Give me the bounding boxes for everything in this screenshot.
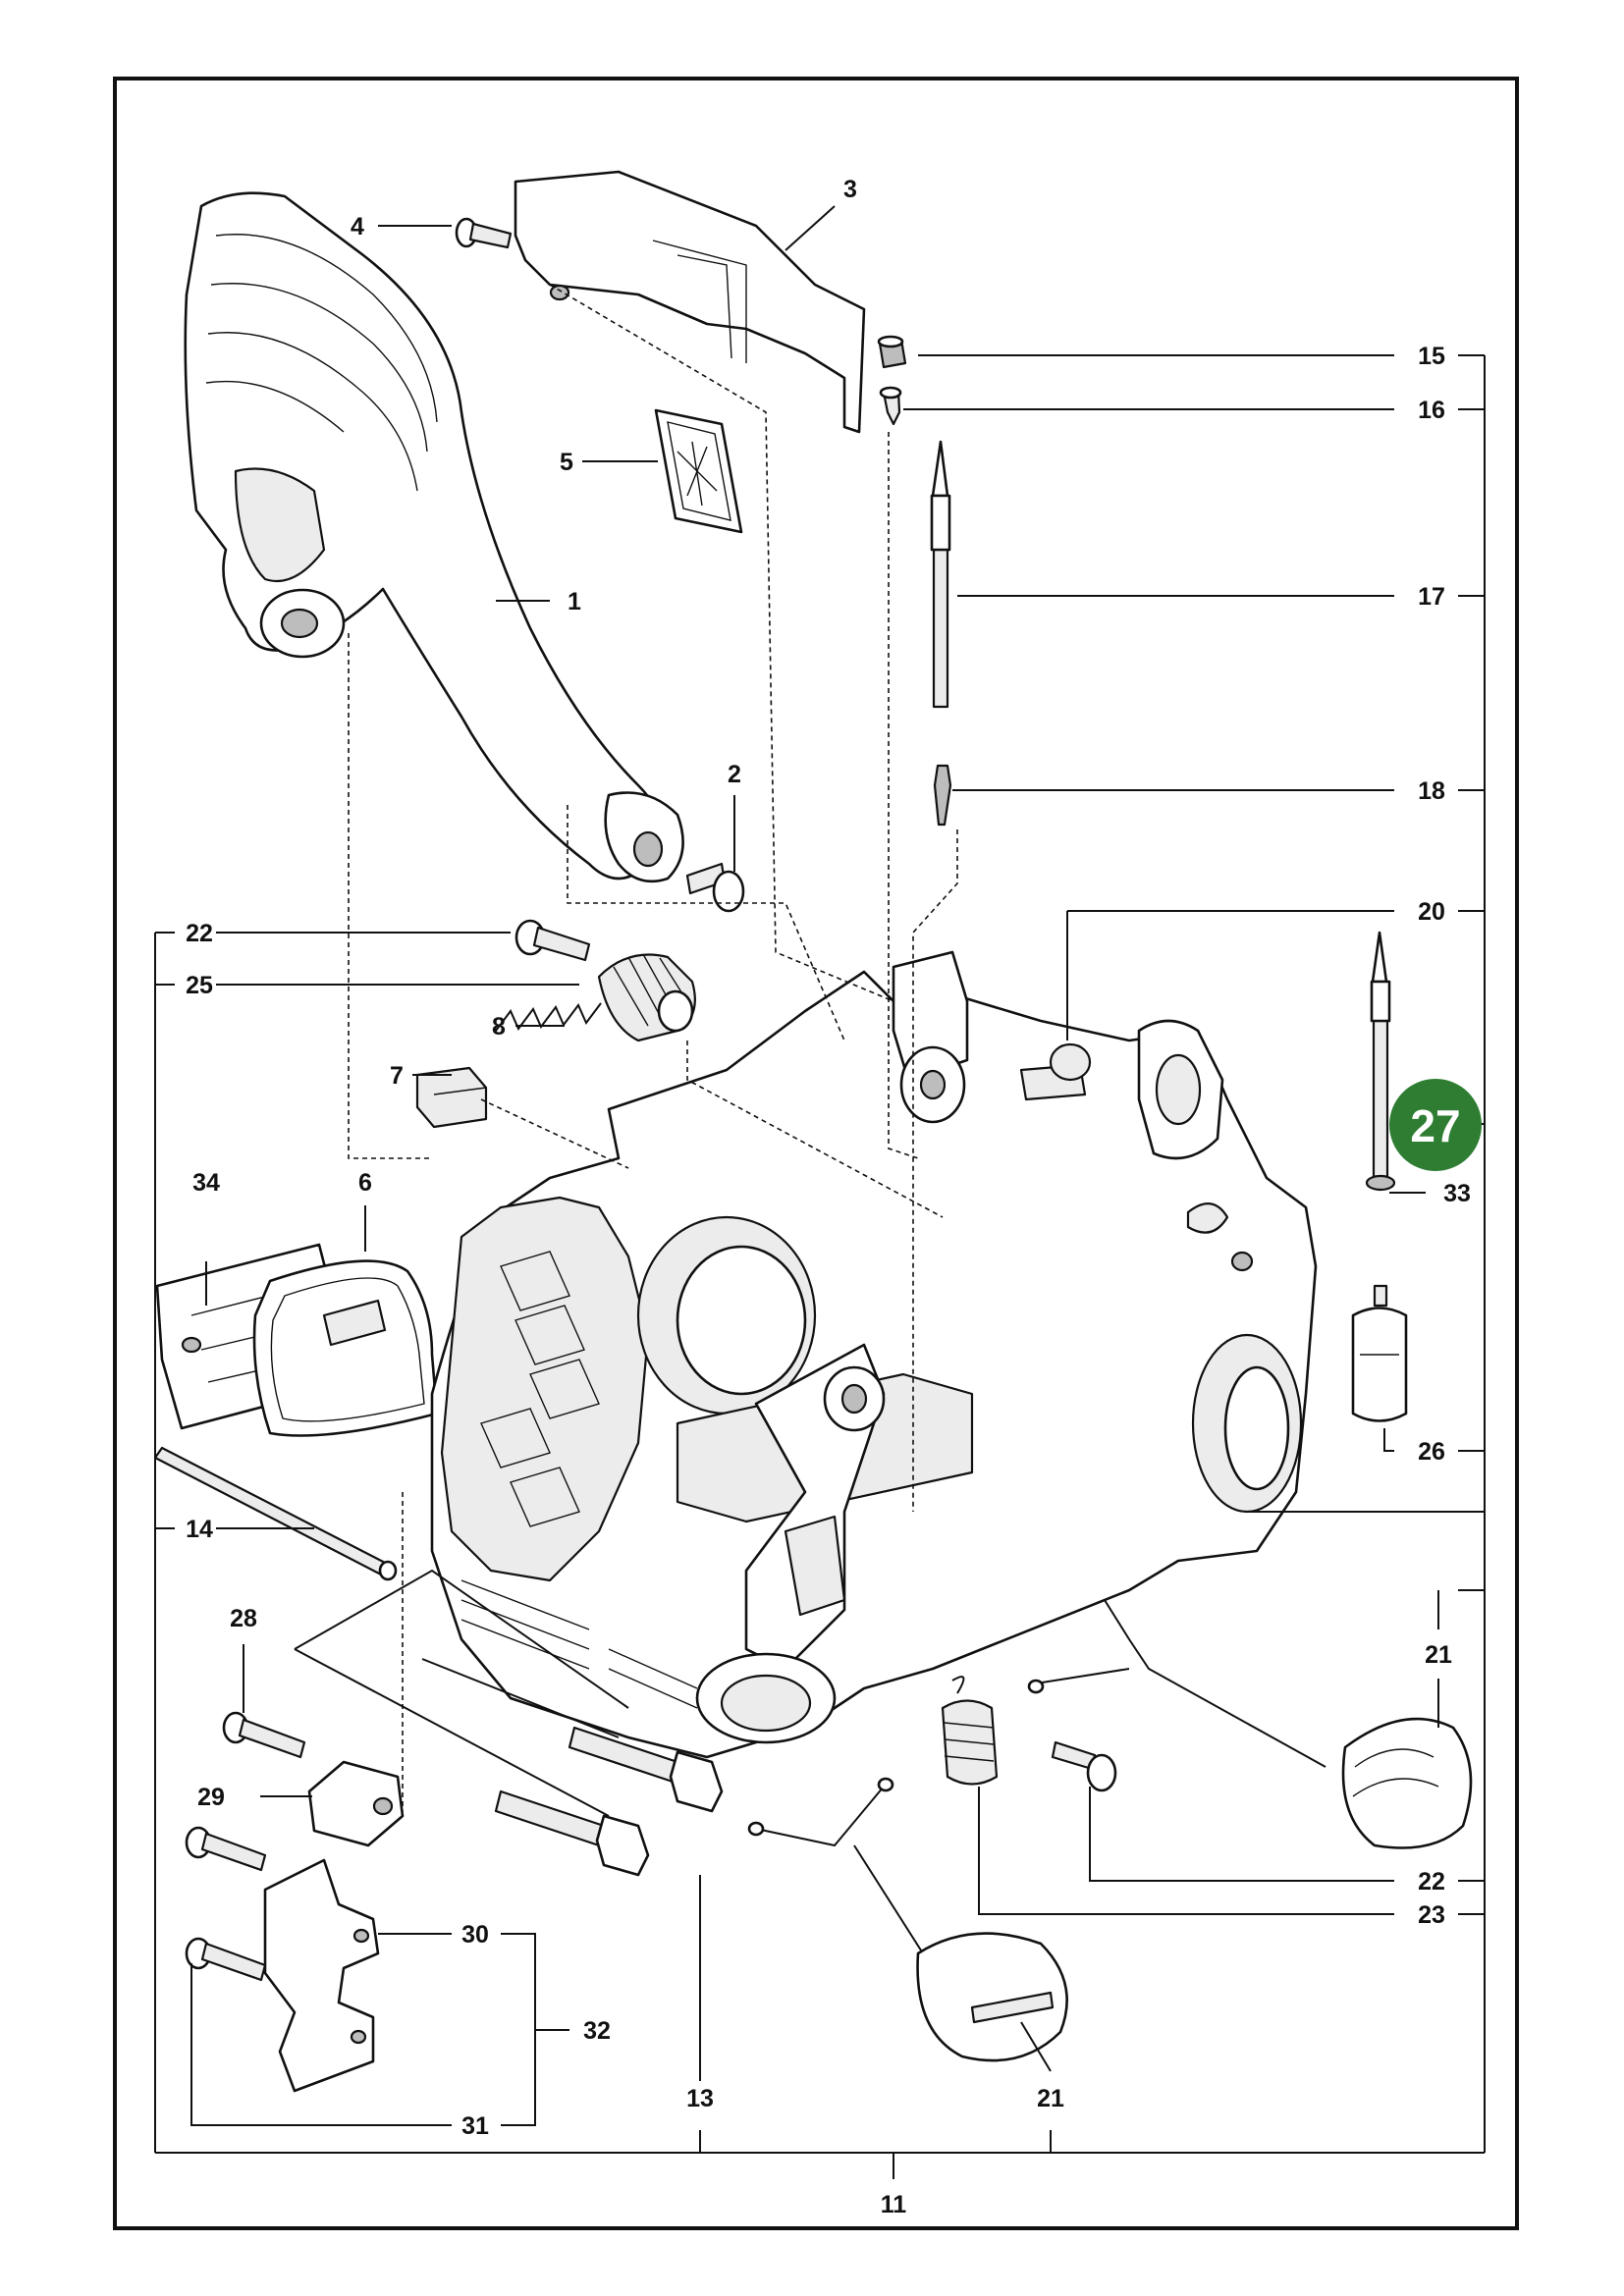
part-5-gasket — [654, 408, 743, 534]
part-2-screw — [685, 862, 745, 913]
label-20: 20 — [1418, 898, 1445, 926]
badge-27: 27 — [1389, 1079, 1482, 1171]
part-22-screw-top — [514, 919, 591, 962]
label-6: 6 — [358, 1169, 372, 1197]
page-frame — [113, 77, 1519, 2230]
part-7-block — [415, 1066, 488, 1129]
label-16: 16 — [1418, 397, 1445, 424]
label-3: 3 — [843, 176, 857, 203]
part-17-fuel-hose — [930, 440, 951, 709]
label-31: 31 — [461, 2112, 489, 2140]
part-33-hose — [1365, 931, 1396, 1192]
part-1-hand-guard — [184, 191, 684, 883]
label-30: 30 — [461, 1921, 489, 1949]
part-22-screw-bottom — [1051, 1740, 1117, 1792]
part-23-spring — [941, 1676, 999, 1786]
label-17: 17 — [1418, 583, 1445, 611]
label-15: 15 — [1418, 343, 1445, 370]
part-8-spring — [495, 1002, 602, 1032]
label-25: 25 — [186, 972, 213, 999]
label-13: 13 — [686, 2085, 714, 2112]
label-33: 33 — [1443, 1180, 1471, 1207]
part-3-cover — [514, 170, 866, 434]
part-28-bolt — [222, 1711, 306, 1759]
part-11-crankcase — [430, 950, 1318, 1759]
label-21-right: 21 — [1425, 1641, 1452, 1669]
part-29-block — [307, 1760, 405, 1847]
label-28: 28 — [230, 1605, 257, 1632]
label-21-bottom: 21 — [1037, 2085, 1064, 2112]
label-11: 11 — [881, 2191, 907, 2218]
part-13-bolt — [494, 1726, 724, 1877]
badge-circle — [1389, 1079, 1482, 1171]
label-5: 5 — [560, 449, 573, 476]
badge-text: 27 — [1410, 1100, 1460, 1151]
part-21-cap-right — [1027, 1599, 1473, 1849]
part-4-screw — [455, 217, 513, 249]
label-22-top: 22 — [186, 920, 213, 947]
label-26: 26 — [1418, 1438, 1445, 1466]
label-7: 7 — [390, 1062, 404, 1090]
label-23: 23 — [1418, 1901, 1445, 1929]
part-18-fitting — [933, 764, 952, 827]
label-8: 8 — [492, 1013, 506, 1041]
part-21-cap-bottom — [747, 1777, 1068, 2062]
label-32: 32 — [583, 2017, 611, 2045]
label-2: 2 — [728, 761, 741, 788]
part-14-rod — [153, 1446, 398, 1581]
label-1: 1 — [568, 588, 581, 615]
label-29: 29 — [197, 1784, 225, 1811]
part-labels: 1 2 3 4 5 6 7 8 11 13 14 15 16 17 18 20 … — [186, 176, 1471, 2218]
part-32-catcher-assembly — [185, 1826, 380, 2093]
part-6-gasket — [252, 1259, 439, 1437]
label-14: 14 — [186, 1516, 213, 1543]
label-22-bottom: 22 — [1418, 1868, 1445, 1896]
part-15-cap — [877, 335, 907, 369]
label-18: 18 — [1418, 777, 1445, 805]
label-4: 4 — [351, 213, 364, 240]
part-16-valve — [879, 386, 902, 426]
label-34: 34 — [192, 1169, 220, 1197]
part-25-spring — [597, 953, 696, 1042]
part-26-fuel-filter — [1351, 1284, 1408, 1422]
